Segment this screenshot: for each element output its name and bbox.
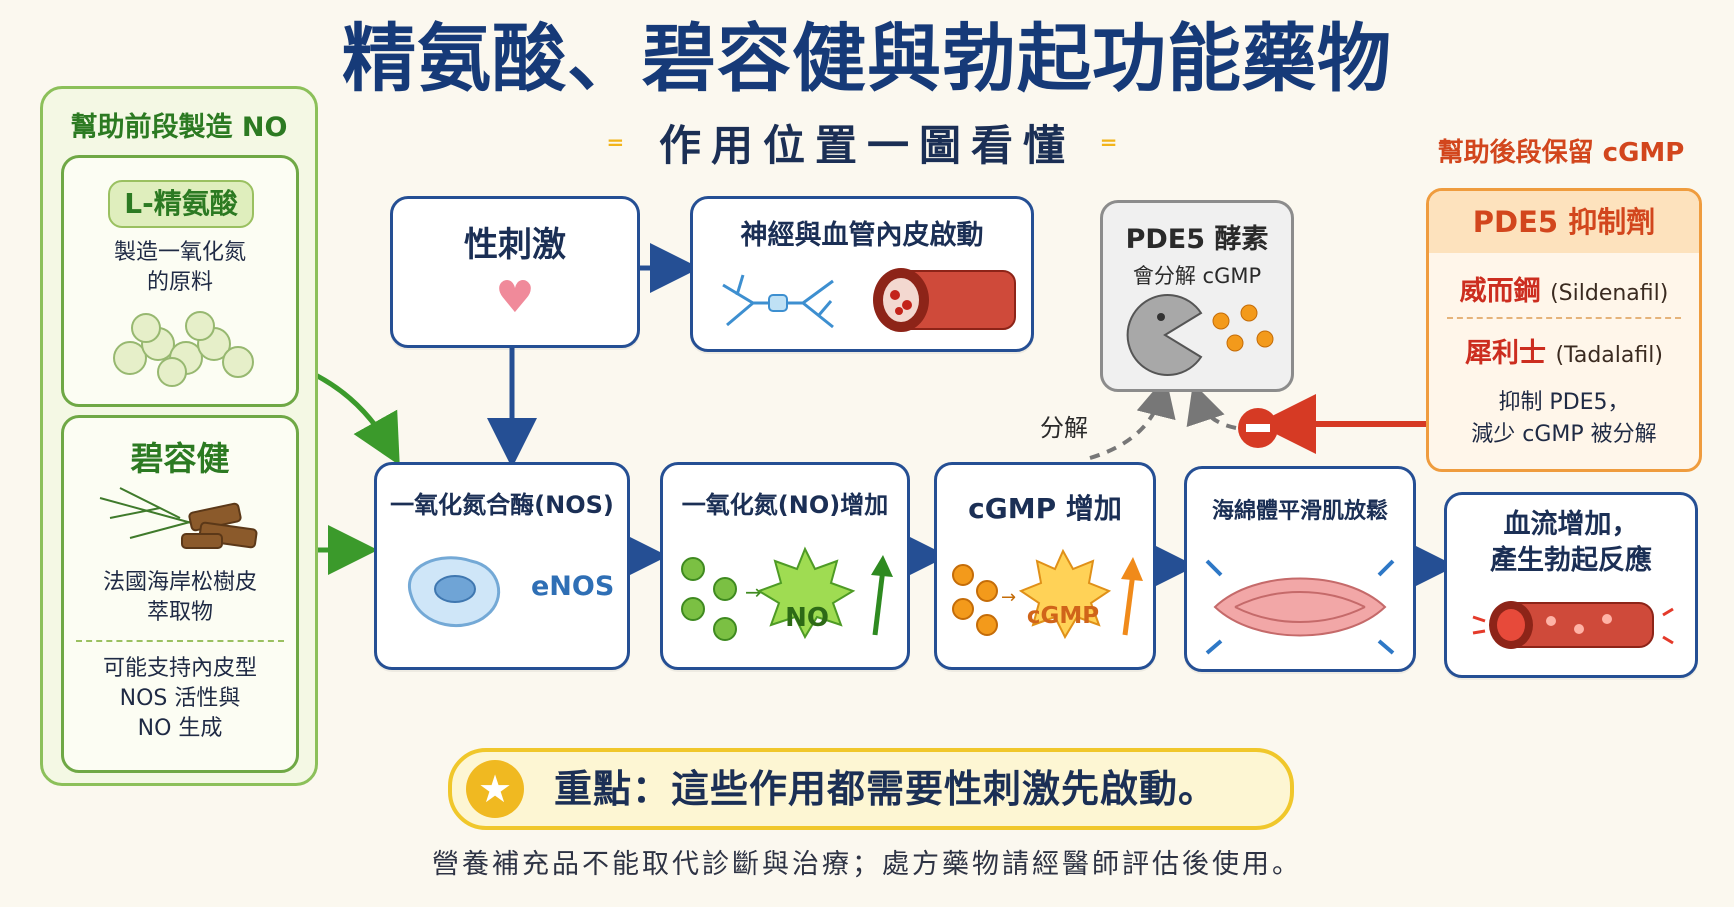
heart-icon: ♥ <box>495 272 535 323</box>
footer-disclaimer: 營養補充品不能取代診斷與治療；處方藥物請經醫師評估後使用。 <box>432 849 1302 880</box>
pde5-box: PDE5 酵素 會分解 cGMP <box>1100 200 1294 392</box>
drug1-name: 威而鋼 <box>1459 276 1541 307</box>
drug1-latin: (Sildenafil) <box>1550 281 1669 306</box>
svg-text:→: → <box>1001 587 1016 608</box>
drug-divider <box>1447 317 1681 319</box>
pde5-inhibitor-title: PDE5 抑制劑 <box>1429 191 1699 253</box>
arrow-breakdown <box>1089 376 1176 460</box>
pacman-enzyme-icon <box>1126 294 1274 376</box>
erection-label: 血流增加， 產生勃起反應 <box>1447 507 1695 579</box>
cgmp-molecule-label: cGMP <box>1026 603 1100 629</box>
neuron-icon <box>722 274 834 329</box>
sparkle-icon: ⁼ <box>606 129 635 169</box>
pycnogenol-note-line1: 可能支持內皮型 <box>102 656 257 681</box>
erection-line2: 產生勃起反應 <box>1490 545 1652 576</box>
inhibitor-desc: 抑制 PDE5， 減少 cGMP 被分解 <box>1429 387 1699 451</box>
pycnogenol-box: 碧容健 法國海岸松樹皮 萃取物 可能支持內皮型 NOS 活性與 NO 生成 <box>61 415 299 773</box>
arginine-name: L-精氨酸 <box>108 180 254 228</box>
arginine-desc-line1: 製造一氧化氮 <box>113 240 246 265</box>
nerve-box: 神經與血管內皮啟動 <box>690 196 1034 352</box>
enos-label: eNOS <box>531 571 615 602</box>
blood-flow-icon <box>1472 601 1674 649</box>
stimulation-label: 性刺激 <box>464 225 566 265</box>
drug-tadalafil: 犀利士 (Tadalafil) <box>1429 331 1699 370</box>
sparkle-icon: ⁼ <box>1099 129 1128 169</box>
drug2-name: 犀利士 <box>1465 338 1547 369</box>
cgmp-molecules-icon: → <box>952 548 1143 640</box>
stimulation-box: 性刺激 ♥ <box>390 196 640 348</box>
left-panel-heading: 幫助前段製造 NO <box>70 112 288 143</box>
arginine-desc: 製造一氧化氮 的原料 <box>64 238 296 298</box>
muscle-relax-icon <box>1205 559 1395 655</box>
pde5-title: PDE5 酵素 <box>1125 224 1269 255</box>
pine-bark-icon <box>99 487 258 549</box>
erection-line1: 血流增加， <box>1503 509 1639 540</box>
pycnogenol-divider <box>76 640 284 642</box>
svg-text:→: → <box>745 580 762 604</box>
subtitle-text: 作用位置一圖看懂 <box>658 121 1075 170</box>
cgmp-increase-box: cGMP 增加 → cGMP <box>934 462 1156 670</box>
nos-label: 一氧化氮合酶(NOS) <box>390 491 614 519</box>
pycnogenol-note-line2: NOS 活性與 <box>119 686 241 711</box>
smooth-muscle-box: 海綿體平滑肌放鬆 <box>1184 466 1416 672</box>
pycnogenol-note: 可能支持內皮型 NOS 活性與 NO 生成 <box>64 654 296 744</box>
star-icon: ★ <box>466 760 524 818</box>
breakdown-label: 分解 <box>1040 414 1088 442</box>
arrow-inhibit-dash <box>1186 382 1237 430</box>
no-molecules-icon: → <box>681 546 893 641</box>
left-panel: 幫助前段製造 NO L-精氨酸 製造一氧化氮 的原料 碧容健 <box>40 86 318 786</box>
no-molecule-label: NO <box>785 603 829 633</box>
drug2-latin: (Tadalafil) <box>1555 343 1663 368</box>
page-title: 精氨酸、碧容健與勃起功能藥物 <box>342 16 1392 102</box>
no-increase-label: 一氧化氮(NO)增加 <box>681 491 889 519</box>
inhibitor-desc-line1: 抑制 PDE5， <box>1498 390 1630 415</box>
right-panel-heading: 幫助後段保留 cGMP <box>1437 138 1685 168</box>
smooth-muscle-label: 海綿體平滑肌放鬆 <box>1211 499 1388 524</box>
pde5-subtitle: 會分解 cGMP <box>1132 264 1262 288</box>
no-increase-box: 一氧化氮(NO)增加 → NO <box>660 462 910 670</box>
page-subtitle: ⁼ 作用位置一圖看懂 ⁼ <box>0 118 1734 177</box>
pellets-icon <box>113 311 254 387</box>
pde5-inhibitor-box: PDE5 抑制劑 威而鋼 (Sildenafil) 犀利士 (Tadalafil… <box>1426 188 1702 472</box>
inhibitor-desc-line2: 減少 cGMP 被分解 <box>1471 422 1657 447</box>
blood-vessel-icon <box>873 268 1016 332</box>
pycnogenol-desc: 法國海岸松樹皮 萃取物 <box>64 568 296 628</box>
nos-box: 一氧化氮合酶(NOS) eNOS <box>374 462 630 670</box>
pycnogenol-name: 碧容健 <box>130 439 230 478</box>
cgmp-increase-label: cGMP 增加 <box>968 492 1122 525</box>
arginine-box: L-精氨酸 製造一氧化氮 的原料 <box>61 155 299 407</box>
cell-icon <box>407 556 501 628</box>
pycnogenol-desc-line2: 萃取物 <box>146 600 213 625</box>
pycnogenol-desc-line1: 法國海岸松樹皮 <box>102 570 257 595</box>
nerve-label: 神經與血管內皮啟動 <box>740 220 984 251</box>
arginine-desc-line2: 的原料 <box>146 270 213 295</box>
drug-sildenafil: 威而鋼 (Sildenafil) <box>1429 269 1699 308</box>
pycnogenol-note-line3: NO 生成 <box>137 716 223 741</box>
keypoint-banner: ★ 重點：這些作用都需要性刺激先啟動。 <box>448 748 1294 830</box>
keypoint-text: 重點：這些作用都需要性刺激先啟動。 <box>554 767 1218 811</box>
erection-box: 血流增加， 產生勃起反應 <box>1444 492 1698 678</box>
